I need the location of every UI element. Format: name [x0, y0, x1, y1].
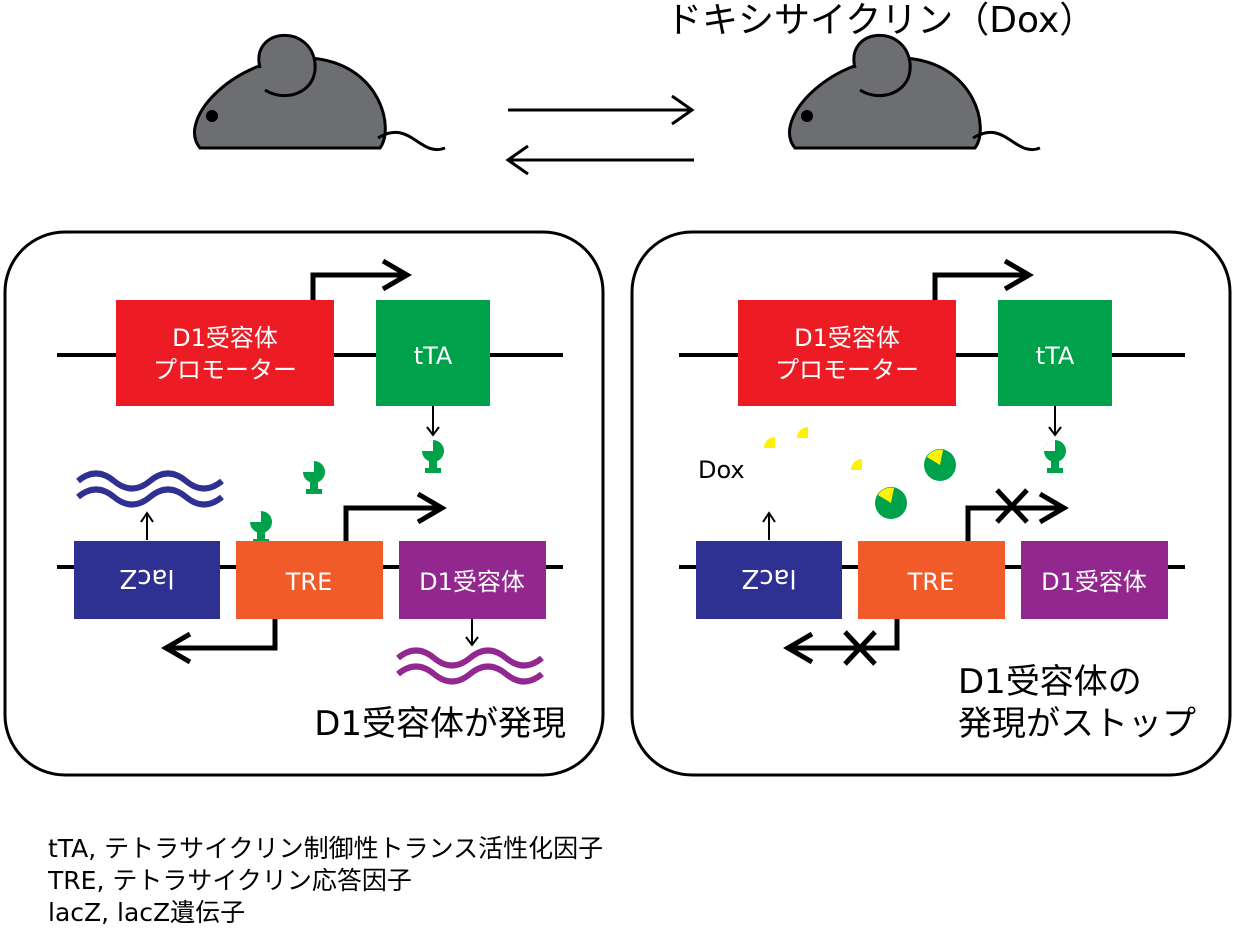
reversible-arrows-icon: [505, 94, 695, 176]
tta-box: [998, 300, 1112, 406]
d1r-box: [1021, 541, 1168, 619]
tre-reverse-arrow-icon: [161, 619, 278, 665]
legend-line-tta: tTA, テトラサイクリン制御性トランス活性化因子: [48, 834, 604, 863]
promoter-arrow-icon: [310, 258, 412, 300]
lacz-label: lacZ: [119, 563, 174, 593]
panel-right: D1受容体 プロモーター tTA Dox: [630, 230, 1232, 777]
tta-label: tTA: [1036, 342, 1075, 370]
tta-box: [376, 300, 490, 406]
tta-protein-icon: [303, 461, 325, 494]
tre-label: TRE: [907, 568, 955, 596]
tre-box: [236, 541, 383, 619]
mouse-left-icon: [193, 33, 447, 152]
tre-forward-blocked-arrow-icon: [965, 488, 1069, 541]
tta-protein-icon: [422, 440, 444, 473]
dox-label: Dox: [698, 456, 745, 484]
legend-line-tre: TRE, テトラサイクリン応答因子: [48, 866, 412, 895]
lacz-box: [696, 541, 842, 619]
tta-dox-complex-icon: [924, 449, 956, 481]
tta-label: tTA: [414, 342, 453, 370]
tre-reverse-blocked-arrow-icon: [783, 619, 900, 666]
mouse-right-icon: [788, 33, 1042, 152]
d1r-down-arrow-icon: [465, 619, 479, 647]
promoter-box: [116, 300, 334, 406]
right-result-text-1: D1受容体の: [958, 662, 1142, 702]
promoter-label-2: プロモーター: [775, 356, 919, 384]
tre-box: [858, 541, 1005, 619]
lacz-up-arrow-icon: [762, 511, 776, 540]
promoter-label-1: D1受容体: [172, 324, 278, 352]
legend-line-lacz: lacZ, lacZ遺伝子: [48, 898, 246, 927]
d1r-label: D1受容体: [419, 568, 525, 596]
left-result-text: D1受容体が発現: [314, 704, 566, 744]
tta-protein-icon: [250, 511, 272, 544]
panel-left: D1受容体 プロモーター tTA lacZ TRE: [3, 230, 605, 777]
d1r-box: [399, 541, 546, 619]
tre-label: TRE: [285, 568, 333, 596]
tta-protein-icon: [1044, 440, 1066, 473]
right-result-text-2: 発現がストップ: [958, 704, 1196, 744]
tta-dox-complex-icon: [875, 487, 907, 519]
d1r-label: D1受容体: [1041, 568, 1147, 596]
tta-down-arrow-icon: [426, 406, 440, 437]
lacz-up-arrow-icon: [140, 511, 154, 540]
lacz-box: [74, 541, 220, 619]
promoter-label-2: プロモーター: [153, 356, 297, 384]
promoter-arrow-icon: [932, 258, 1034, 300]
promoter-label-1: D1受容体: [794, 324, 900, 352]
tre-forward-arrow-icon: [343, 491, 447, 541]
lacz-label: lacZ: [741, 563, 796, 593]
tta-down-arrow-icon: [1048, 406, 1062, 437]
promoter-box: [738, 300, 956, 406]
